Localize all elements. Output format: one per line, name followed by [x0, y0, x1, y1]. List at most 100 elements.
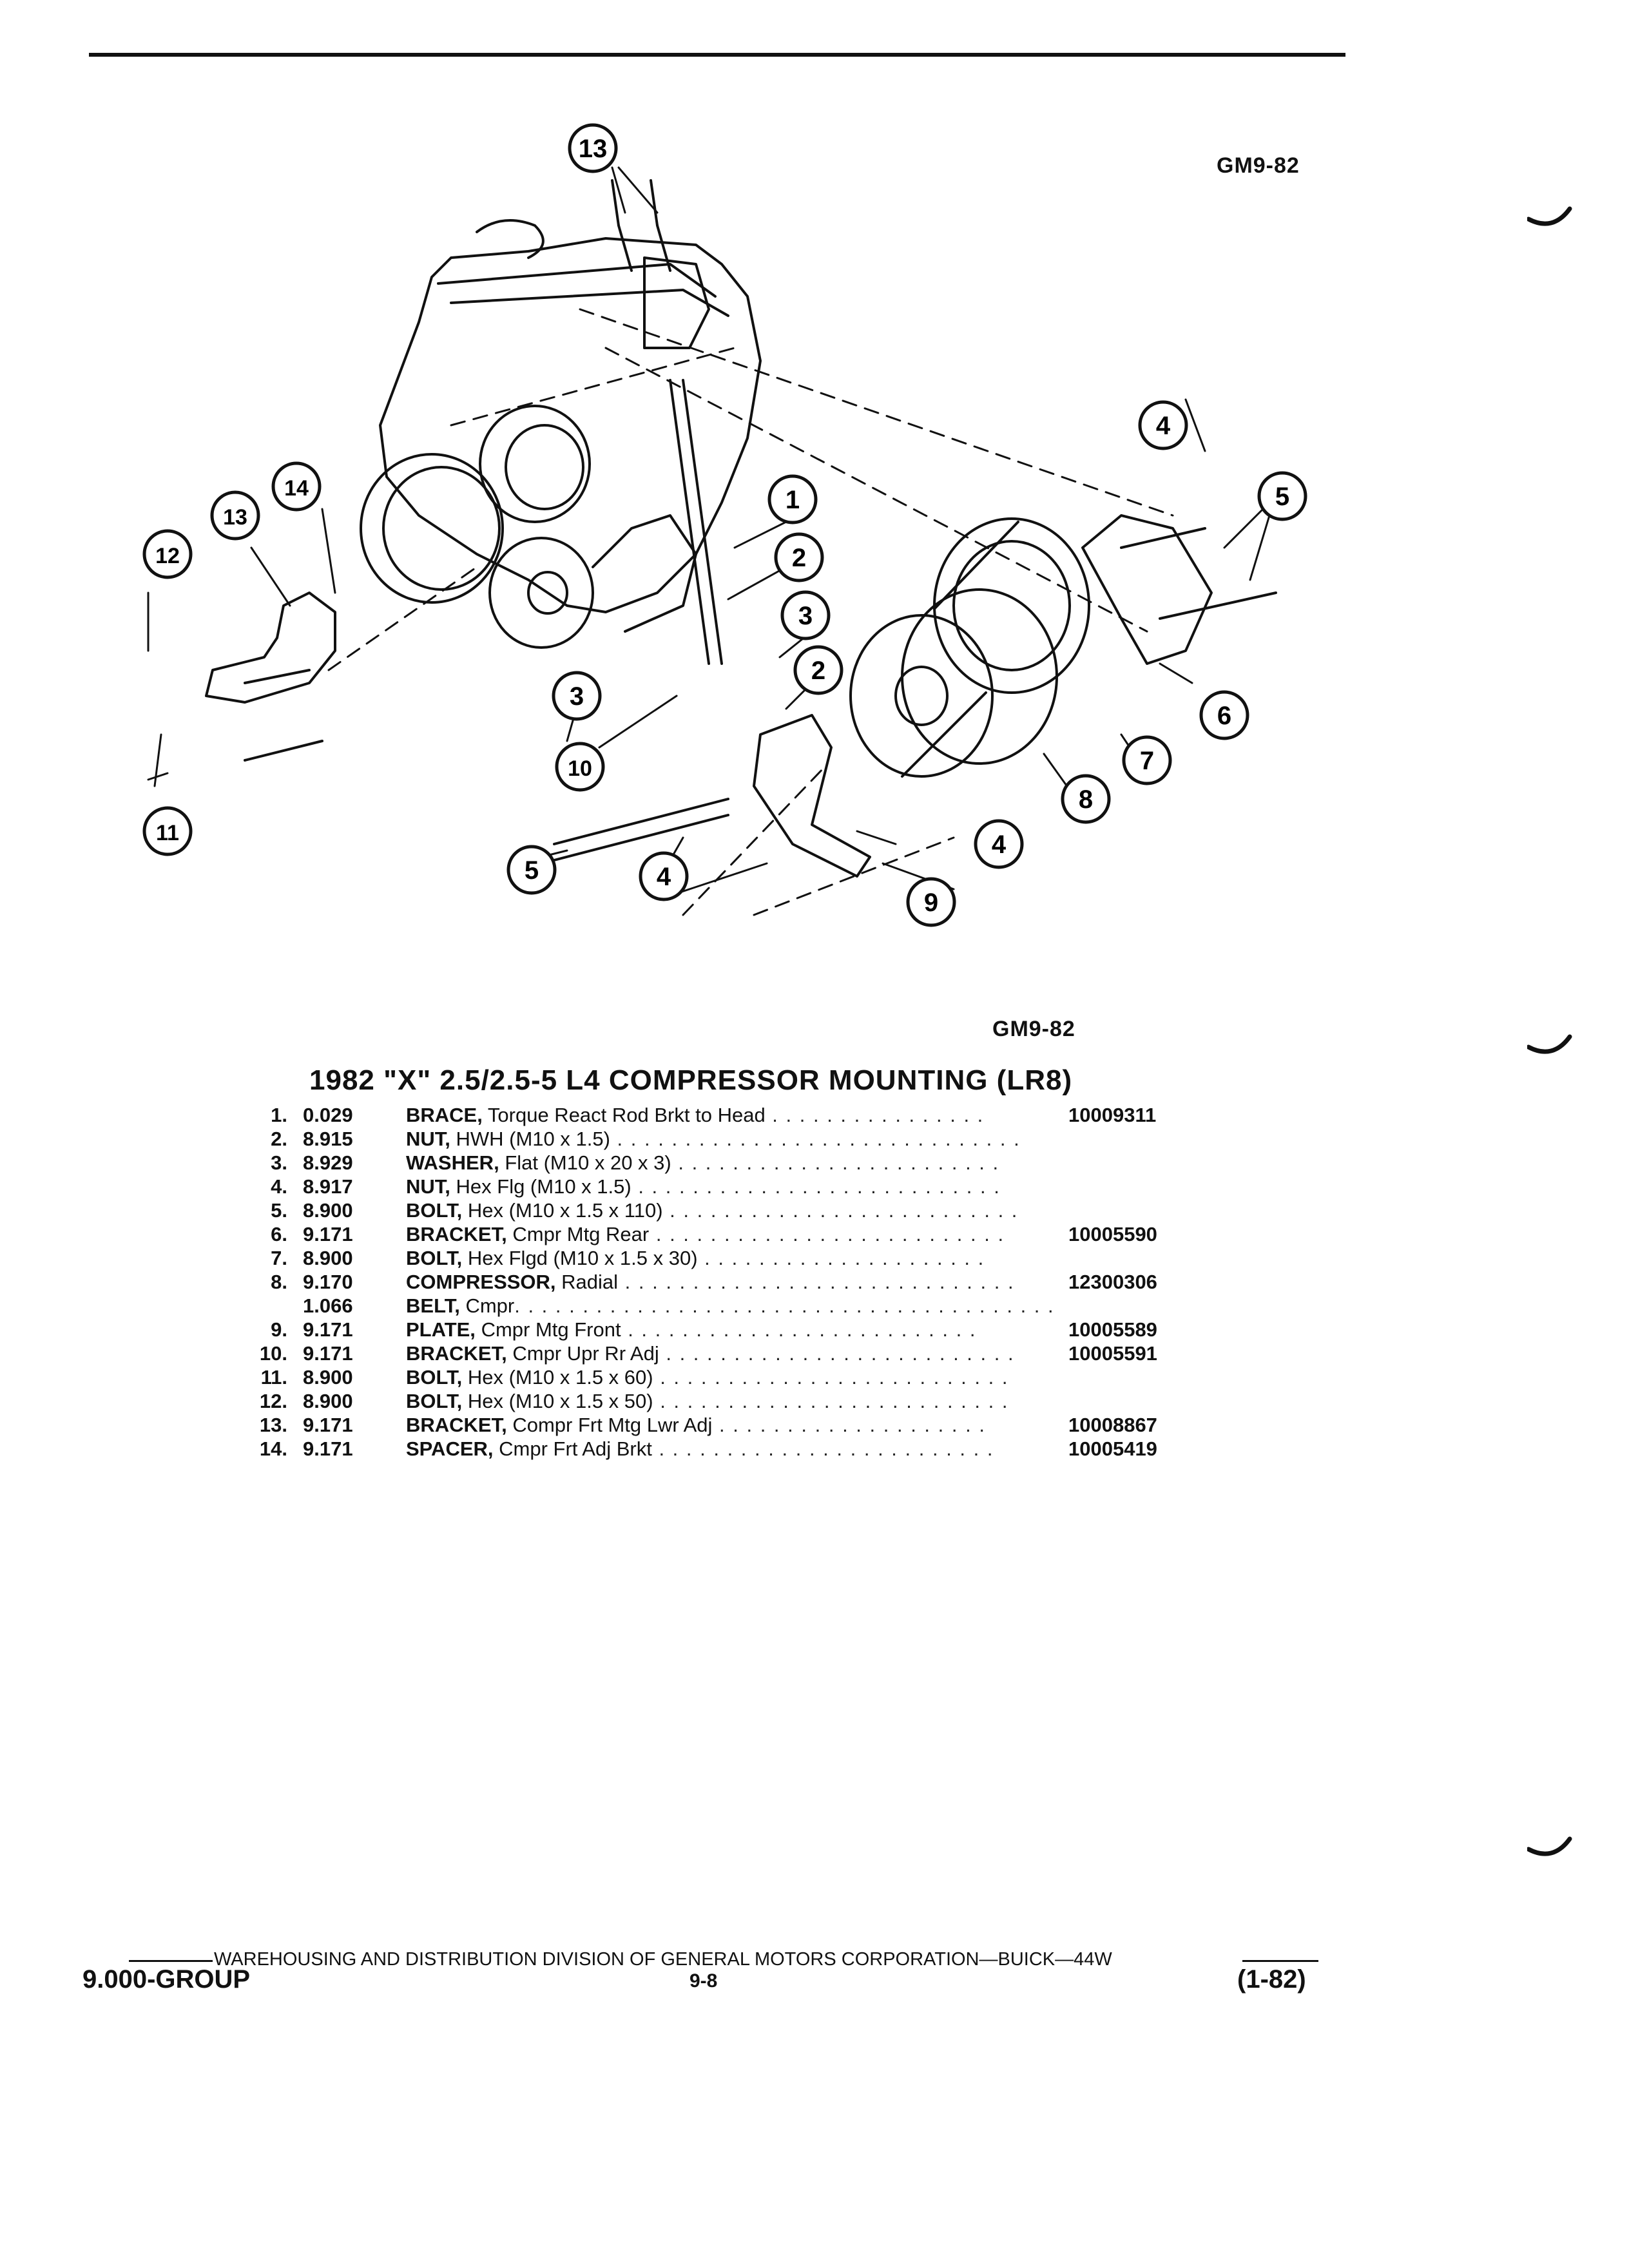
- exploded-parts-diagram: 13 4 5 1 2 3 2 6 7 8 4 9 4 5 3 10 11 12 …: [142, 123, 1307, 927]
- leader-dots: . . . . . . . . . . . . . . . . . . . . …: [697, 1247, 985, 1269]
- group-number: 8.900: [303, 1247, 353, 1269]
- item-description: BOLT, Hex (M10 x 1.5 x 50) . . . . . . .…: [406, 1389, 1063, 1413]
- footer-rule-right: [1242, 1960, 1318, 1962]
- part-number: [1063, 1389, 1157, 1413]
- binder-mark: [1527, 206, 1572, 226]
- leader-dots: . . . . . . . . . . . . . . . .: [765, 1104, 985, 1126]
- item-detail: Radial: [561, 1271, 619, 1293]
- ps-pulley: [488, 537, 594, 649]
- leader-dots: . . . . . . . . . . . . . . . . . . . . …: [662, 1199, 1019, 1222]
- callout-label: 7: [1140, 747, 1154, 775]
- callout-9: 9: [906, 877, 956, 927]
- callout-3-left: 3: [552, 671, 602, 721]
- section-title: 1982 "X" 2.5/2.5-5 L4 COMPRESSOR MOUNTIN…: [309, 1064, 1073, 1096]
- table-row: 3. 8.929 WASHER, Flat (M10 x 20 x 3) . . .…: [232, 1151, 1157, 1175]
- group-number: 8.917: [303, 1175, 353, 1198]
- callout-1: 1: [767, 474, 818, 524]
- compressor-front: [933, 517, 1090, 694]
- callout-label: 9: [924, 889, 938, 917]
- diagram-ref-top: GM9-82: [1217, 153, 1300, 178]
- pump-pulley: [479, 405, 591, 523]
- leader-dots: . . . . . . . . . . . . . . . . . . . . …: [653, 1366, 1009, 1389]
- callout-5-right: 5: [1257, 471, 1307, 521]
- item-name: BOLT,: [406, 1390, 463, 1412]
- callout-label: 10: [568, 756, 592, 781]
- part-number: [1063, 1175, 1157, 1198]
- item-description: WASHER, Flat (M10 x 20 x 3) . . . . . . …: [406, 1151, 1063, 1175]
- part-number: [1063, 1246, 1157, 1270]
- group-number: 9.171: [303, 1318, 353, 1341]
- callout-5-lower: 5: [506, 845, 557, 895]
- callout-label: 2: [811, 657, 825, 685]
- item-description: NUT, HWH (M10 x 1.5) . . . . . . . . . .…: [406, 1127, 1063, 1151]
- bracket-6: [1081, 514, 1213, 665]
- part-number: 12300306: [1068, 1271, 1157, 1293]
- item-description: BOLT, Hex (M10 x 1.5 x 110) . . . . . . …: [406, 1198, 1063, 1222]
- callout-7-right: 7: [1122, 735, 1172, 785]
- item-description: BELT, Cmpr. . . . . . . . . . . . . . . …: [406, 1294, 1063, 1318]
- item-detail: Cmpr: [465, 1294, 515, 1317]
- item-name: BRACKET,: [406, 1223, 507, 1245]
- group-number: 9.170: [303, 1271, 353, 1293]
- leader-dots: . . . . . . . . . . . . . . . . . . . . …: [618, 1271, 1015, 1293]
- item-detail: Compr Frt Mtg Lwr Adj: [512, 1414, 713, 1436]
- engine-block: [379, 237, 762, 613]
- item-detail: Torque React Rod Brkt to Head: [487, 1104, 766, 1126]
- item-number: 3.: [271, 1151, 287, 1174]
- group-number: 8.929: [303, 1151, 353, 1174]
- footer-rule-left: [129, 1960, 213, 1962]
- callout-3-right: 3: [780, 590, 831, 640]
- leader-dots: . . . . . . . . . . . . . . . . . . . . …: [610, 1128, 1021, 1150]
- item-detail: Hex (M10 x 1.5 x 50): [467, 1390, 653, 1412]
- part-number: [1063, 1294, 1157, 1318]
- item-name: NUT,: [406, 1128, 450, 1150]
- item-number: 11.: [260, 1366, 287, 1389]
- group-number: 8.900: [303, 1390, 353, 1412]
- callout-label: 4: [992, 831, 1007, 859]
- item-name: COMPRESSOR,: [406, 1271, 556, 1293]
- callout-label: 5: [1275, 483, 1289, 511]
- group-number: 8.900: [303, 1366, 353, 1389]
- item-detail: Cmpr Mtg Front: [481, 1318, 621, 1341]
- callout-label: 14: [284, 476, 309, 501]
- callout-2: 2: [774, 532, 824, 582]
- part-number: 10005419: [1068, 1437, 1157, 1460]
- part-number: 10005591: [1068, 1342, 1157, 1365]
- item-number: 13.: [259, 1414, 287, 1436]
- item-number: 10.: [259, 1342, 287, 1365]
- part-number: [1063, 1365, 1157, 1389]
- callout-4-lower-right: 4: [974, 819, 1024, 869]
- item-name: NUT,: [406, 1175, 450, 1198]
- part-number: [1063, 1198, 1157, 1222]
- callout-12: 12: [142, 529, 193, 579]
- callout-label: 13: [223, 505, 247, 530]
- item-description: SPACER, Cmpr Frt Adj Brkt . . . . . . . …: [406, 1437, 1063, 1461]
- item-number: 4.: [271, 1175, 287, 1198]
- item-name: PLATE,: [406, 1318, 476, 1341]
- part-number: 10005590: [1068, 1223, 1157, 1245]
- callout-label: 3: [570, 682, 584, 711]
- callout-label: 11: [156, 821, 179, 845]
- callout-13: 13: [210, 490, 260, 541]
- bracket-13: [205, 591, 336, 704]
- leader-dots: . . . . . . . . . . . . . . . . . . . . …: [621, 1318, 977, 1341]
- callout-label: 13: [579, 135, 608, 163]
- item-description: BRACKET, Cmpr Upr Rr Adj . . . . . . . .…: [406, 1341, 1063, 1365]
- item-description: PLATE, Cmpr Mtg Front . . . . . . . . . …: [406, 1318, 1063, 1341]
- leader-dots: . . . . . . . . . . . . . . . . . . . . …: [671, 1151, 1000, 1174]
- leader-dots: . . . . . . . . . . . . . . . . . . . . …: [514, 1294, 1055, 1317]
- item-description: BRACE, Torque React Rod Brkt to Head . .…: [406, 1103, 1063, 1127]
- top-rule: [89, 53, 1345, 57]
- callout-label: 1: [786, 486, 800, 514]
- item-name: BOLT,: [406, 1247, 463, 1269]
- callout-8: 8: [1061, 774, 1111, 824]
- callout-label: 3: [798, 602, 813, 630]
- part-number: [1063, 1127, 1157, 1151]
